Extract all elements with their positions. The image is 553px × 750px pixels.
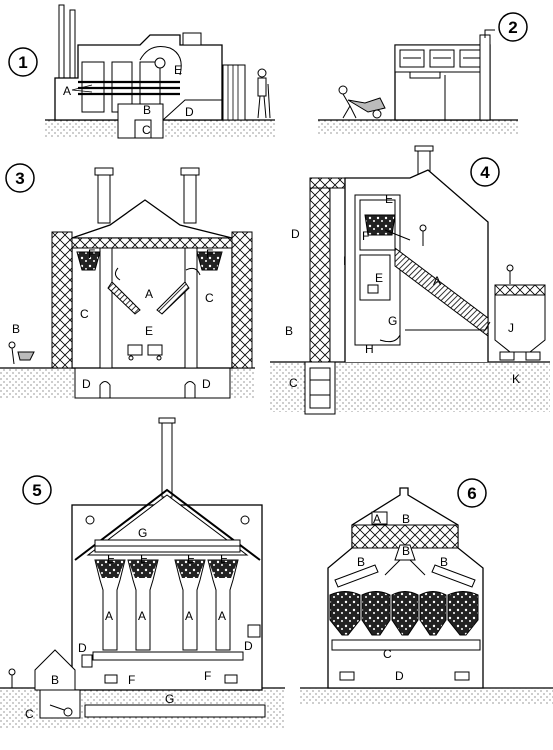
panel-5-label-e-2: E	[140, 552, 148, 566]
panel-3-label-f-left: F	[88, 247, 95, 261]
panel-4-label-g: G	[388, 314, 397, 328]
panel-4-label-h: H	[365, 342, 374, 356]
panel-4-label-i: I	[343, 254, 346, 268]
worker-figure	[257, 68, 271, 119]
panel-6-label-b-left: B	[357, 555, 365, 569]
panel-3-label-f-right: F	[206, 247, 213, 261]
panel-3-label-a: A	[145, 287, 153, 301]
panel-6-label-b-right: B	[440, 555, 448, 569]
panel-5-label-f-left: F	[128, 673, 135, 687]
panel-4-label-e-top: E	[385, 192, 393, 206]
panel-1: 1	[8, 4, 275, 139]
panel-3: 3	[0, 163, 255, 399]
panel-5-label-e-1: E	[107, 552, 115, 566]
panel-5-label-a-3: A	[185, 609, 193, 623]
panel-1-label-d: D	[185, 105, 194, 119]
panel-4-label-f: F	[362, 229, 369, 243]
panel-4-label-j: J	[508, 321, 514, 335]
panel-4-label-c: C	[289, 376, 298, 390]
panel-5-label-d-left: D	[78, 641, 87, 655]
panel-4-label-a: A	[433, 274, 441, 288]
panel-4-label-b: B	[285, 324, 293, 338]
panel-6-number: 6	[467, 484, 476, 503]
panel-6-label-b-mid: B	[402, 544, 410, 558]
worker-wheelbarrow	[338, 85, 386, 119]
panel-1-label-b: B	[143, 103, 151, 117]
panel-4-label-d: D	[291, 227, 300, 241]
panel-2: 2	[318, 12, 528, 134]
panel-6-label-c: C	[383, 647, 392, 661]
panel-1-label-e: E	[174, 63, 182, 77]
panel-1-label-a: A	[63, 84, 71, 98]
panel-5-label-g-bottom: G	[165, 692, 174, 706]
coal-silos	[329, 591, 479, 636]
panel-1-label-c: C	[142, 123, 151, 137]
panel-5-label-e-3: E	[187, 552, 195, 566]
panel-3-label-d-left: D	[82, 377, 91, 391]
panel-3-label-c-right: C	[205, 291, 214, 305]
panel-5-label-g-top: G	[138, 526, 147, 540]
panel-5: 5	[0, 417, 285, 728]
panel-3-label-c-left: C	[80, 307, 89, 321]
panel-4-label-e-mid: E	[375, 271, 383, 285]
panel-5-label-b: B	[51, 673, 59, 687]
panel-2-number: 2	[508, 18, 517, 37]
panel-5-label-c: C	[25, 707, 34, 721]
panel-6-label-a: A	[373, 512, 381, 526]
panel-5-label-a-2: A	[138, 609, 146, 623]
panel-3-label-d-right: D	[202, 377, 211, 391]
panel-6-label-b-top: B	[402, 512, 410, 526]
panel-4-label-k: K	[512, 372, 520, 386]
panel-3-label-b: B	[12, 322, 20, 336]
panel-5-label-a-1: A	[105, 609, 113, 623]
panel-4-number: 4	[480, 163, 490, 182]
panel-4: 4	[270, 145, 550, 415]
panel-5-label-f-right: F	[204, 669, 211, 683]
panel-6: 6 A B B B B C D	[300, 478, 553, 704]
silo-group	[94, 559, 239, 651]
panel-1-number: 1	[18, 53, 27, 72]
panel-5-label-e-4: E	[220, 552, 228, 566]
panel-3-label-e: E	[145, 324, 153, 338]
panel-5-label-d-right: D	[244, 639, 253, 653]
panel-6-label-d: D	[395, 669, 404, 683]
panel-3-number: 3	[15, 169, 24, 188]
panel-5-number: 5	[32, 481, 41, 500]
panel-5-label-a-4: A	[218, 609, 226, 623]
